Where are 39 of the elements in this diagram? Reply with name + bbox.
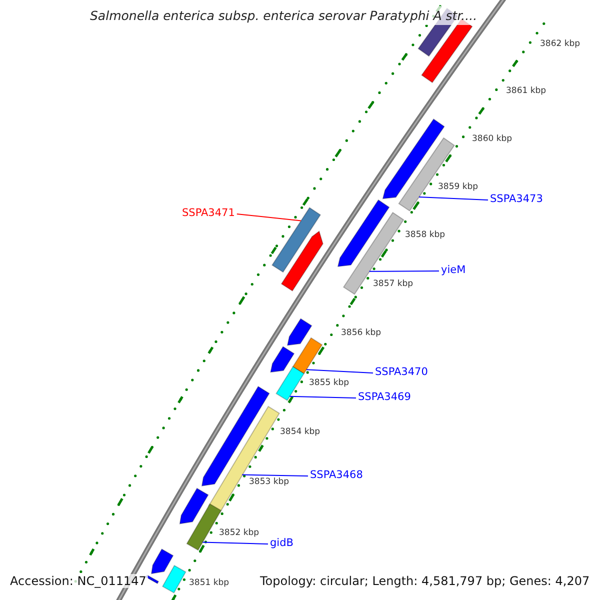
tick-label: 3861 kbp [506,86,546,96]
gene-label: SSPA3471 [182,207,235,219]
gene-bar [280,230,324,292]
gene-bar [276,366,305,402]
leader-line [418,196,488,200]
tick-label: 3854 kbp [280,427,320,437]
tick-label: 3855 kbp [309,378,350,388]
gene-bar [162,564,186,594]
tick-label: 3851 kbp [189,578,230,588]
gene-bar [292,337,323,374]
gene-bar [286,318,312,346]
gene-label: SSPA3470 [375,366,428,378]
tick-label: 3858 kbp [405,230,446,240]
leader-line [368,270,440,272]
gene-label: SSPA3468 [310,469,363,481]
footer-text: Accession: NC_011147 [8,574,148,588]
gene-label: SSPA3473 [490,193,543,205]
leader-line [202,542,268,544]
gene-bar [179,488,209,524]
leader-line [236,214,302,222]
gene-bar [150,548,174,574]
gene-label: yieM [441,264,466,276]
tick-label: 3852 kbp [219,528,260,538]
gene-bar [271,206,322,273]
leader-line [242,474,308,476]
tick-label: 3860 kbp [472,134,512,144]
leader-line [289,396,356,398]
tick-label: 3862 kbp [540,39,580,49]
gene-bar [337,199,390,268]
gene-label: SSPA3469 [358,391,411,403]
gene-label: gidB [270,537,294,549]
tick-label: 3859 kbp [438,182,478,192]
tick-label: 3856 kbp [341,328,382,338]
tick-label: 3857 kbp [373,279,414,289]
leader-line [306,369,374,374]
footer-text: Topology: circular; Length: 4,581,797 bp; Genes: 4,207 [258,574,592,588]
gene-bar [201,386,270,486]
gene-bar [270,346,295,373]
tick-label: 3853 kbp [249,477,290,487]
